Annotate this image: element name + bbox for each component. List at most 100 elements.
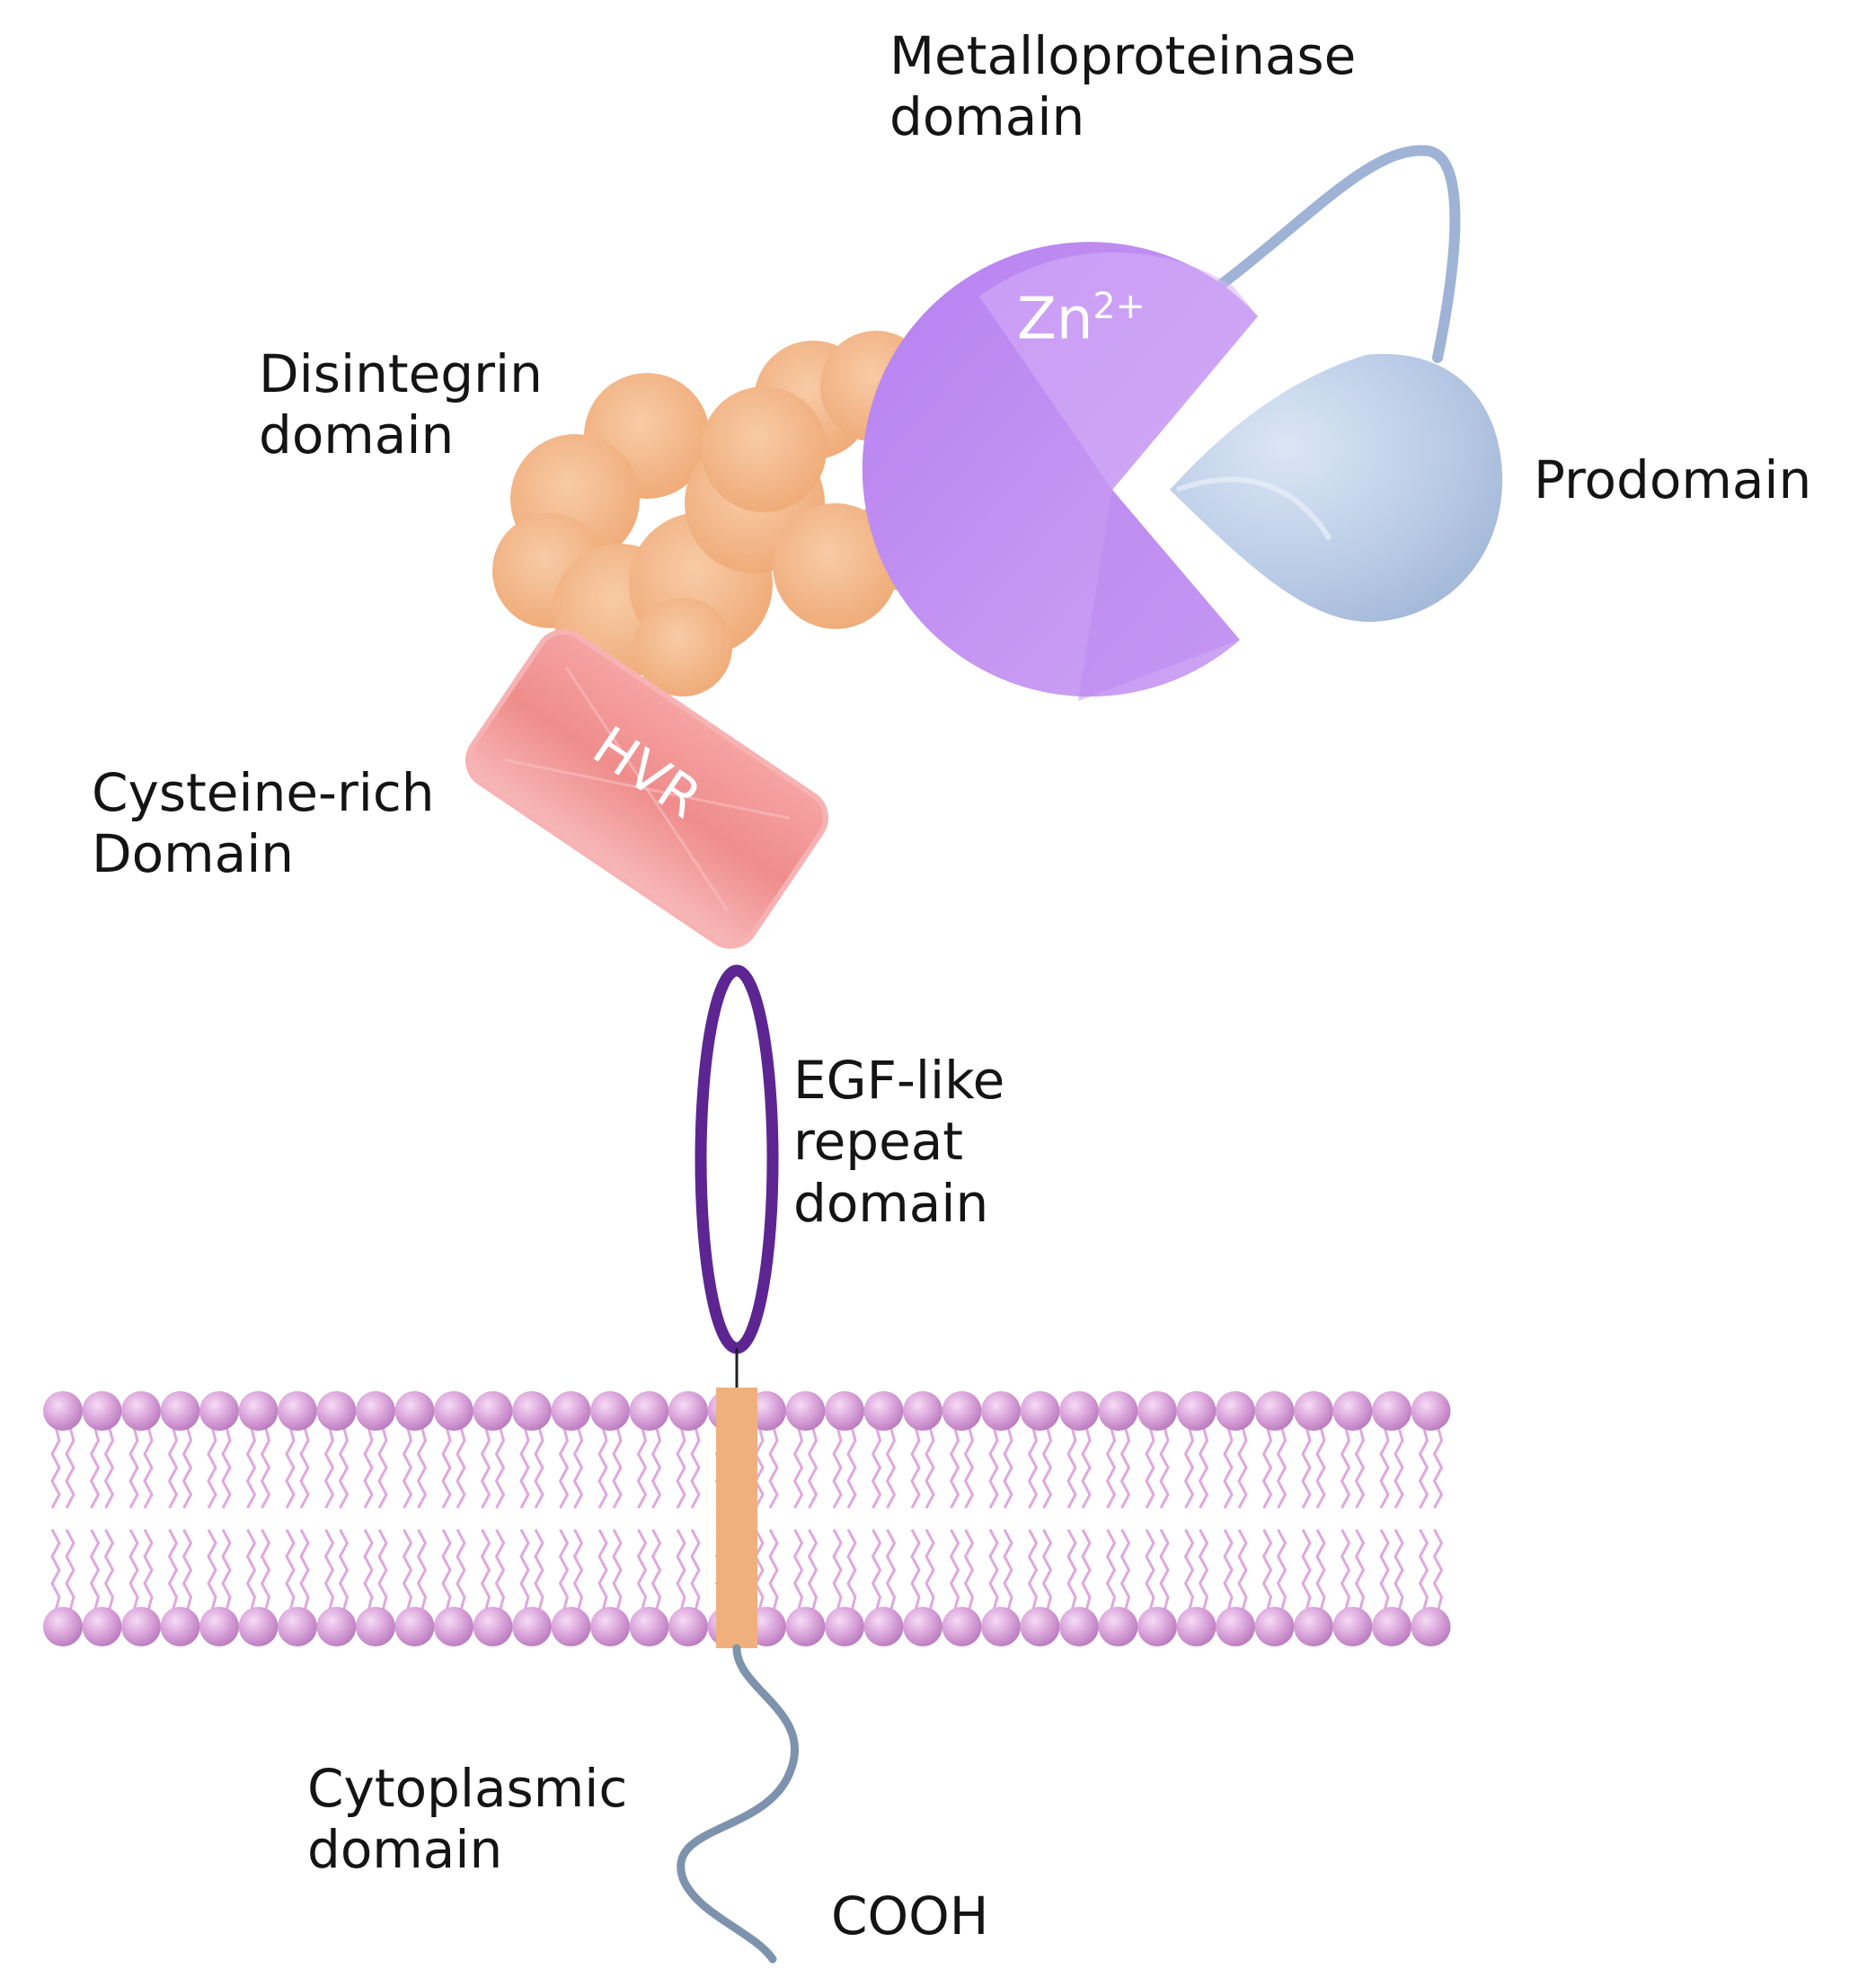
lipid-tail: [1081, 1426, 1092, 1509]
lipid-tail: [885, 1426, 897, 1509]
lipid-tail: [963, 1426, 975, 1509]
lipid-head: [825, 1607, 864, 1646]
prodomain-label: Prodomain: [1534, 449, 1812, 510]
lipid-head: [394, 1607, 435, 1646]
lipid-tail: [416, 1426, 428, 1509]
lipid-head: [1216, 1391, 1255, 1431]
lipid-tail: [1198, 1529, 1209, 1611]
lipid-tail: [103, 1529, 115, 1611]
lipid-tail: [1418, 1529, 1429, 1611]
lipid-head: [1098, 1391, 1138, 1431]
lipid-head: [1176, 1607, 1217, 1646]
lipid-tail: [1105, 1529, 1117, 1611]
lipid-head: [1254, 1607, 1295, 1646]
lipid-tail: [636, 1529, 648, 1611]
lipid-tail: [285, 1529, 296, 1611]
disintegrin-domain-label: Disintegrin domain: [259, 343, 543, 466]
lipid-head: [1332, 1607, 1373, 1646]
lipid-tail: [65, 1426, 75, 1509]
lipid-tail: [480, 1529, 491, 1611]
lipid-head: [1411, 1607, 1451, 1646]
lipid-tail: [1394, 1426, 1404, 1509]
lipid-head: [1059, 1607, 1099, 1646]
lipid-tail: [1223, 1529, 1234, 1611]
lipid-tail: [1354, 1426, 1366, 1509]
lipid-head: [942, 1607, 982, 1646]
lipid-tail: [338, 1426, 350, 1509]
lipid-tail: [1379, 1529, 1390, 1611]
lipid-head: [121, 1391, 161, 1431]
lipid-tail: [207, 1529, 217, 1611]
cysteine-rich-shape: [465, 629, 829, 949]
lipid-tail: [519, 1426, 530, 1509]
lipid-head: [160, 1391, 200, 1431]
lipid-tail: [128, 1529, 139, 1611]
cooh-label: COOH: [831, 1885, 989, 1947]
lipid-head: [590, 1391, 630, 1431]
lipid-head: [1332, 1391, 1373, 1431]
lipid-head: [1020, 1391, 1060, 1431]
lipid-head: [785, 1391, 826, 1431]
lipid-tail: [1432, 1529, 1444, 1611]
lipid-tail: [1340, 1529, 1351, 1611]
lipid-tail: [260, 1426, 271, 1509]
lipid-tail: [676, 1426, 686, 1509]
lipid-head: [863, 1391, 904, 1431]
lipid-tail: [792, 1529, 804, 1611]
lipid-tail: [377, 1426, 388, 1509]
metalloproteinase-domain-label: Metalloproteinase domain: [889, 25, 1357, 148]
lipid-head: [1059, 1391, 1099, 1431]
lipid-tail: [181, 1426, 193, 1509]
lipid-head: [981, 1607, 1021, 1646]
lipid-tail: [1276, 1426, 1288, 1509]
lipid-tail: [949, 1529, 960, 1611]
lipid-head: [43, 1607, 83, 1646]
lipid-tail: [1315, 1426, 1326, 1509]
lipid-head: [238, 1391, 279, 1431]
lipid-tail: [792, 1426, 804, 1509]
lipid-head: [43, 1391, 83, 1431]
lipid-tail: [534, 1426, 544, 1509]
lipid-tail: [65, 1529, 75, 1611]
lipid-head: [903, 1607, 942, 1646]
lipid-tail: [494, 1426, 506, 1509]
lipid-tail: [676, 1529, 686, 1611]
lipid-head: [1372, 1607, 1411, 1646]
lipid-head: [160, 1607, 200, 1646]
transmembrane-segment: [716, 1388, 757, 1648]
lipid-tail: [1301, 1529, 1312, 1611]
lipid-head: [394, 1391, 435, 1431]
lipid-tail: [1066, 1426, 1077, 1509]
lipid-tail: [807, 1529, 819, 1611]
lipid-tail: [534, 1529, 544, 1611]
lipid-tail: [1081, 1529, 1092, 1611]
lipid-tail: [1394, 1529, 1404, 1611]
lipid-head: [981, 1391, 1021, 1431]
lipid-head: [1176, 1391, 1217, 1431]
lipid-tail: [1066, 1529, 1077, 1611]
lipid-tail: [807, 1426, 819, 1509]
lipid-tail: [949, 1426, 960, 1509]
lipid-head: [942, 1391, 982, 1431]
lipid-tail: [1261, 1426, 1273, 1509]
lipid-head: [1254, 1391, 1295, 1431]
lipid-head: [1372, 1391, 1411, 1431]
lipid-tail: [480, 1426, 491, 1509]
lipid-head: [316, 1607, 357, 1646]
lipid-tail: [885, 1529, 897, 1611]
lipid-tail: [519, 1529, 530, 1611]
lipid-head: [121, 1607, 161, 1646]
lipid-tail: [768, 1426, 779, 1509]
lipid-tail: [363, 1529, 374, 1611]
lipid-head: [1411, 1391, 1451, 1431]
lipid-tail: [323, 1529, 335, 1611]
lipid-tail: [1183, 1426, 1195, 1509]
lipid-tail: [1379, 1426, 1390, 1509]
lipid-head: [316, 1391, 357, 1431]
lipid-tail: [1183, 1529, 1195, 1611]
lipid-tail: [245, 1529, 257, 1611]
lipid-tail: [690, 1426, 701, 1509]
lipid-head: [903, 1391, 942, 1431]
egf-like-repeat-domain-label: EGF-like repeat domain: [793, 1050, 1005, 1234]
